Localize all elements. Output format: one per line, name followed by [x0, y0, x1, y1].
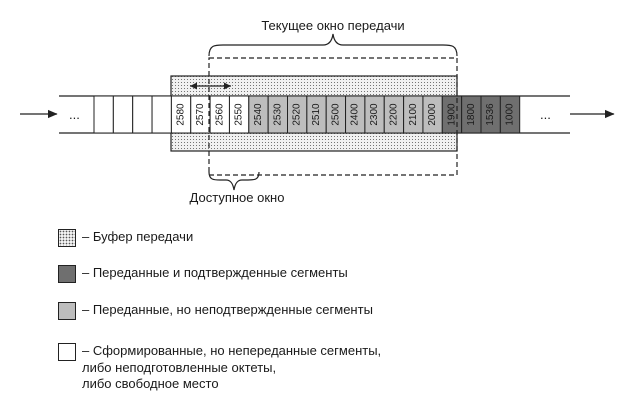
- segment-number: 1900: [446, 103, 457, 126]
- segment-number: 2510: [311, 103, 322, 126]
- current-window-frame: [208, 57, 458, 176]
- ellipsis-left: ...: [69, 107, 80, 122]
- segment-number: 2580: [176, 103, 187, 126]
- segment-number: 2300: [369, 103, 380, 126]
- legend-swatch-acked: [58, 265, 76, 283]
- segment-number: 2570: [195, 103, 206, 126]
- ellipsis-right: ...: [540, 107, 551, 122]
- legend-text-acked: – Переданные и подтвержденные сегменты: [82, 265, 348, 280]
- legend-text-buffer: – Буфер передачи: [82, 229, 194, 244]
- legend-swatch-free: [58, 343, 76, 361]
- legend-text-free-line3: либо свободное место: [82, 376, 219, 391]
- segment-cell: [499, 95, 521, 134]
- segment-number: 2400: [350, 103, 361, 126]
- segment-number: 2540: [253, 103, 264, 126]
- segment-number: 2550: [234, 103, 245, 126]
- segment-cell: [112, 95, 134, 134]
- segment-number: 2560: [214, 103, 225, 126]
- current-window-label: Текущее окно передачи: [261, 18, 404, 33]
- segment-number: 2530: [272, 103, 283, 126]
- legend-swatch-buffer: [58, 229, 76, 247]
- legend-text-free-line1: – Сформированные, но непереданные сегмен…: [82, 343, 382, 358]
- segment-number: 2000: [427, 103, 438, 126]
- legend-swatch-sent-unacked: [58, 302, 76, 320]
- segment-number: 2520: [292, 103, 303, 126]
- available-window-brace: [208, 171, 260, 191]
- legend-text-sent-unacked: – Переданные, но неподтвержденные сегмен…: [82, 302, 373, 317]
- segment-cell: [132, 95, 153, 134]
- segment-number: 2500: [330, 103, 341, 126]
- segment-number: 2100: [408, 103, 419, 126]
- segment-number: 1000: [505, 103, 516, 126]
- segment-cell: [151, 95, 172, 134]
- slide-double-arrow: [190, 82, 231, 90]
- segment-cells: 2580 2570 2560 2550 2540 2530 2520 2510 2500 2400…: [93, 95, 521, 134]
- segment-number: 1800: [466, 103, 477, 126]
- segment-number: 1536: [485, 103, 496, 126]
- segment-cell: [93, 95, 114, 134]
- current-window-brace: [208, 33, 458, 57]
- segment-number: 2200: [388, 103, 399, 126]
- legend-text-free-line2: либо неподготовленные октеты,: [82, 359, 277, 375]
- available-window-label: Доступное окно: [190, 190, 285, 205]
